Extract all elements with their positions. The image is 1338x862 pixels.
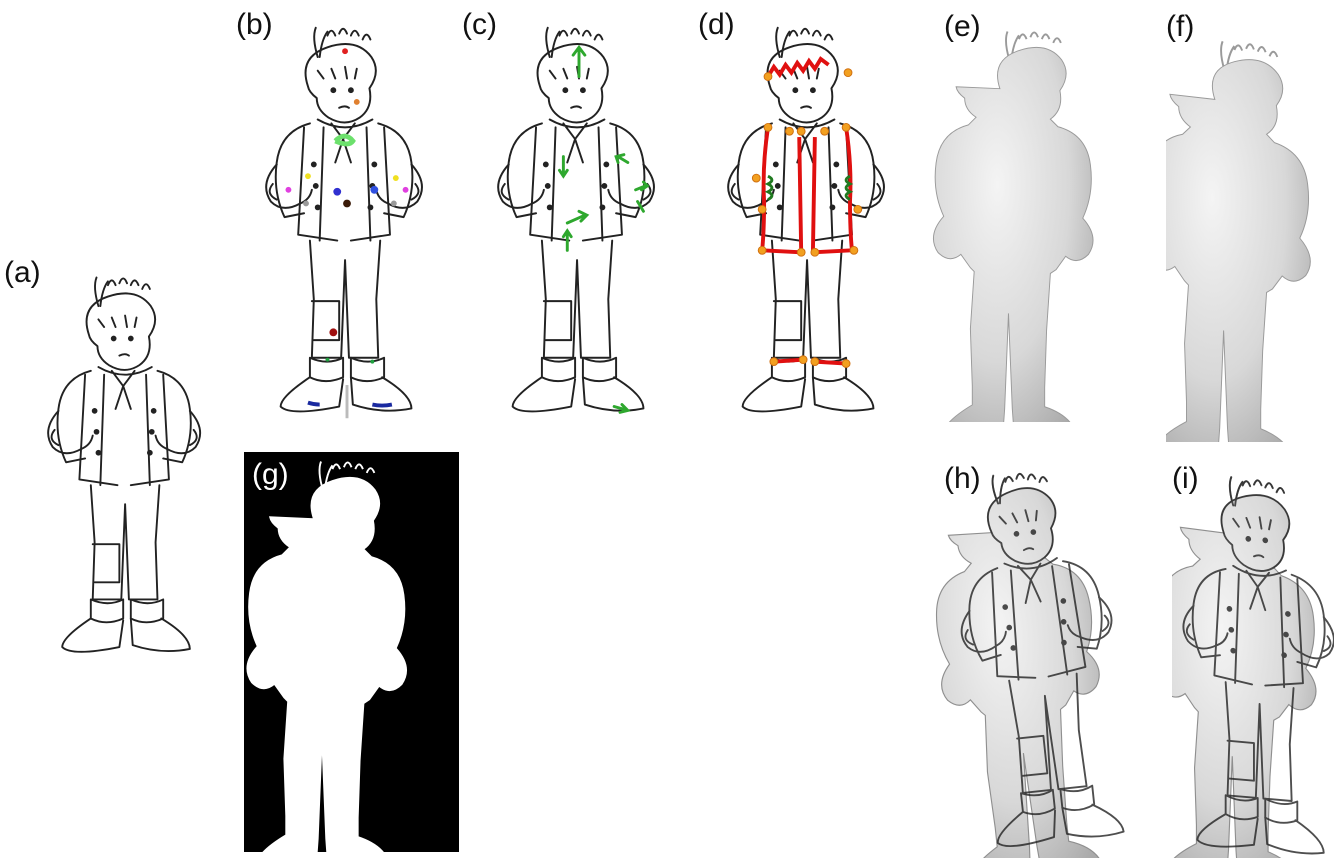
panel-label-c: (c) [462, 10, 497, 40]
render-detailed-side [1172, 462, 1334, 858]
green-scribbles [768, 176, 850, 199]
panel-g [244, 452, 459, 852]
line-drawing-with-arrows [470, 18, 688, 428]
panel-f [1166, 22, 1332, 442]
panel-label-h: (h) [944, 464, 981, 494]
panel-label-i: (i) [1172, 464, 1199, 494]
panel-label-a: (a) [4, 258, 41, 288]
line-drawing-with-outlines [700, 18, 918, 428]
panel-label-e: (e) [944, 12, 981, 42]
panel-a [24, 268, 230, 668]
anchor-points [752, 69, 861, 368]
line-drawing-boy [24, 268, 230, 668]
panel-b [238, 18, 456, 428]
render-front [932, 22, 1144, 422]
panel-label-b: (b) [236, 10, 273, 40]
render-detailed-front [932, 462, 1154, 858]
panel-label-f: (f) [1166, 12, 1194, 42]
panel-label-d: (d) [698, 10, 735, 40]
panel-e [932, 22, 1144, 422]
panel-d [700, 18, 918, 428]
line-drawing-with-color-dots [238, 18, 456, 428]
panel-label-g: (g) [252, 460, 289, 490]
panel-i [1172, 462, 1334, 858]
silhouette-mask [244, 452, 459, 852]
panel-h [932, 462, 1154, 858]
render-side [1166, 22, 1332, 442]
panel-c [470, 18, 688, 428]
